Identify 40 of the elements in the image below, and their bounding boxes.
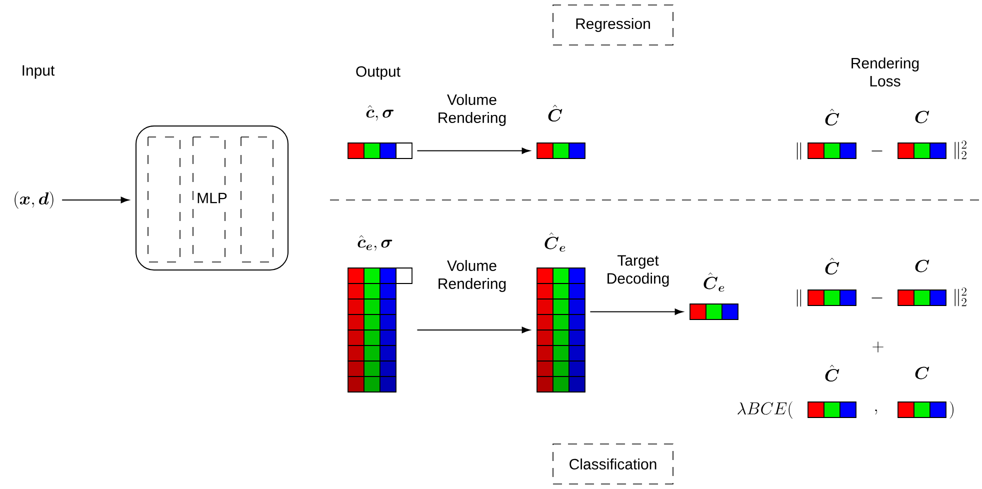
color-strip xyxy=(348,142,412,159)
math-symbol: $\hat{\boldsymbol{C}}$ xyxy=(825,364,840,382)
color-strip xyxy=(536,142,586,159)
math-symbol: $\hat{\boldsymbol{c}}, \boldsymbol{\sigma}$ xyxy=(366,105,394,121)
math-symbol: $-$ xyxy=(872,150,882,152)
color-grid xyxy=(536,268,586,392)
arrow xyxy=(416,148,530,154)
color-strip xyxy=(808,142,856,159)
category-box: Classification xyxy=(552,444,674,484)
math-symbol: $\boldsymbol{C}$ xyxy=(915,260,930,272)
math-symbol: $\boldsymbol{C}$ xyxy=(915,366,930,380)
math-symbol: $\lambda BCE($ xyxy=(738,401,792,419)
section-label: Output xyxy=(356,66,400,80)
color-strip xyxy=(898,142,946,159)
math-symbol: $\hat{\boldsymbol{C}}$ xyxy=(548,104,562,122)
math-symbol: $\hat{\boldsymbol{C}}_{\boldsymbol{e}}$ xyxy=(704,272,724,292)
color-strip xyxy=(898,402,946,418)
input-formula: $(\boldsymbol{x}, \boldsymbol{d})$ xyxy=(14,191,54,209)
category-box: Regression xyxy=(552,4,674,46)
section-label: Input xyxy=(22,65,55,79)
math-symbol: $\hat{\boldsymbol{C}}$ xyxy=(825,108,840,126)
color-strip xyxy=(898,290,946,306)
edge-label: Volume Rendering xyxy=(438,94,506,126)
math-symbol: $\hat{\boldsymbol{c}}_{\boldsymbol{e}}, \boldsymbol{\sigma}$ xyxy=(358,235,392,251)
math-symbol: $\hat{\boldsymbol{C}}_{\boldsymbol{e}}$ xyxy=(544,232,566,252)
arrow xyxy=(416,326,530,334)
color-grid xyxy=(348,268,412,392)
color-strip xyxy=(808,402,856,418)
mlp-box: MLP xyxy=(136,126,288,270)
arrow xyxy=(62,196,130,204)
math-symbol: $,$ xyxy=(875,409,878,414)
color-strip xyxy=(690,304,738,320)
math-symbol: $\hat{\boldsymbol{C}}$ xyxy=(825,258,840,274)
section-label: Rendering Loss xyxy=(852,58,919,86)
color-strip xyxy=(808,290,856,306)
arrow xyxy=(590,308,684,315)
math-symbol: $\boldsymbol{C}$ xyxy=(915,110,930,124)
math-symbol: $+$ xyxy=(872,342,884,352)
edge-label: Target Decoding xyxy=(608,255,669,287)
edge-label: Volume Rendering xyxy=(438,260,506,292)
